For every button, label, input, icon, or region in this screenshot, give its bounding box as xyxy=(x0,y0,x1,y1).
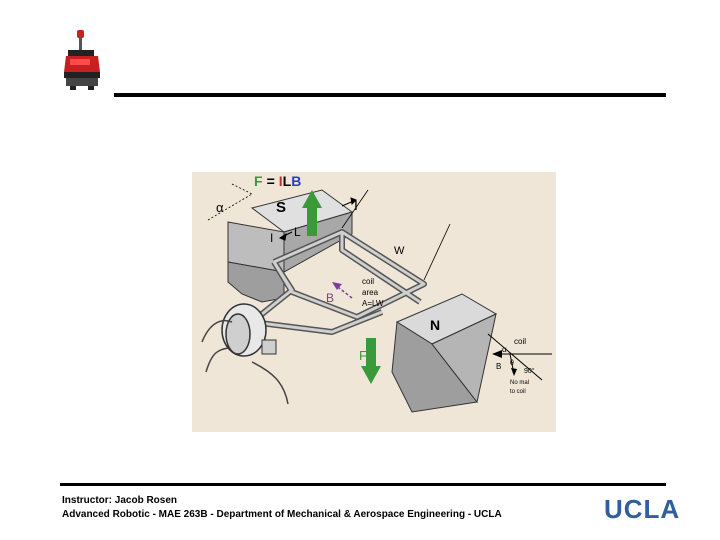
inset-90-label: 90° xyxy=(524,367,535,375)
current-arrows xyxy=(278,197,357,241)
inset-alpha-label: α xyxy=(502,345,507,354)
svg-text:F=ILB: F=ILB xyxy=(254,173,301,189)
formula-equals: = xyxy=(267,173,275,189)
force-bottom-label: F xyxy=(359,348,367,363)
footer-instructor: Instructor: Jacob Rosen xyxy=(62,495,178,506)
footer-course: Advanced Robotic - MAE 263B - Department… xyxy=(62,509,502,520)
commutator xyxy=(201,303,289,405)
diagram-background xyxy=(192,172,556,432)
bottom-rule xyxy=(60,483,666,486)
current-left-label: I xyxy=(270,231,273,245)
south-pole-label: S xyxy=(276,199,286,216)
width-label: W xyxy=(394,245,405,257)
inset-theta-label: θ xyxy=(510,360,514,367)
formula-current: I xyxy=(279,173,283,189)
formula-force: F xyxy=(254,173,263,189)
force-arrow-down xyxy=(361,338,381,384)
force-arrow-up xyxy=(302,190,322,236)
south-magnet xyxy=(227,189,354,303)
width-dimension xyxy=(341,189,451,281)
coil-torque-diagram: F=ILB α S I I L W B coil area A=LW N F c… xyxy=(192,172,556,432)
field-arrow xyxy=(332,282,353,299)
coil-area-label-2: area xyxy=(362,288,379,297)
inset-normal-label-2: to coil xyxy=(510,389,526,395)
alpha-dimension xyxy=(207,183,253,221)
normal-inset xyxy=(487,333,552,381)
inset-coil-label: coil xyxy=(514,337,526,346)
current-top-label: I xyxy=(354,197,358,213)
formula-field: B xyxy=(291,173,301,189)
inset-b-label: B xyxy=(496,362,501,371)
length-label: L xyxy=(294,225,301,239)
north-pole-label: N xyxy=(430,317,440,333)
formula-length: L xyxy=(283,173,292,189)
top-rule xyxy=(114,93,666,97)
robot-logo-icon xyxy=(64,30,100,90)
field-label: B xyxy=(326,291,334,305)
coil-area-label-1: coil xyxy=(362,277,374,286)
ucla-logo: UCLA xyxy=(604,494,681,524)
coil-area-label-3: A=LW xyxy=(362,299,384,308)
alpha-label: α xyxy=(216,200,224,215)
inset-normal-label-1: No mal xyxy=(510,380,529,386)
north-magnet xyxy=(391,293,498,413)
